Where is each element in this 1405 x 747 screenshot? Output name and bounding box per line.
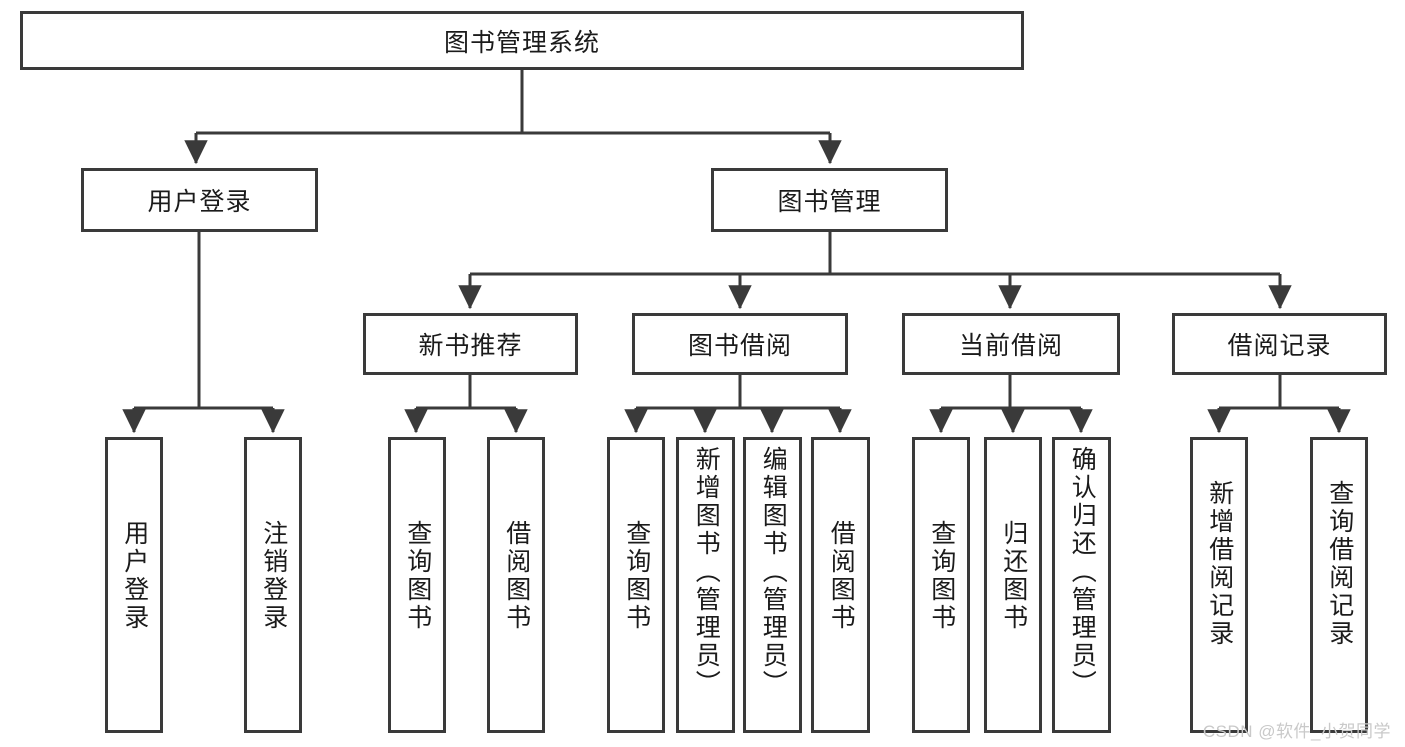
node-leaf-confirm-return-admin[interactable]: 确认归还（管理员） [1052, 437, 1111, 733]
node-leaf-query-book-current[interactable]: 查询图书 [912, 437, 970, 733]
leaf-label: 查询图书 [403, 520, 432, 632]
node-leaf-return-book[interactable]: 归还图书 [984, 437, 1042, 733]
node-book-borrow[interactable]: 图书借阅 [632, 313, 848, 375]
leaf-label: 注销登录 [259, 520, 288, 632]
node-book-manage[interactable]: 图书管理 [711, 168, 948, 232]
node-leaf-query-borrow-record[interactable]: 查询借阅记录 [1310, 437, 1368, 733]
node-borrow-record[interactable]: 借阅记录 [1172, 313, 1387, 375]
leaf-label: 借阅图书 [502, 520, 531, 632]
node-leaf-edit-book-admin[interactable]: 编辑图书（管理员） [743, 437, 802, 733]
node-leaf-add-book-admin[interactable]: 新增图书（管理员） [676, 437, 735, 733]
node-user-login[interactable]: 用户登录 [81, 168, 318, 232]
csdn-watermark: CSDN @软件_小贺同学 [1202, 722, 1391, 741]
leaf-label: 用户登录 [120, 520, 149, 632]
leaf-label: 查询借阅记录 [1325, 480, 1354, 648]
leaf-label: 编辑图书（管理员） [759, 446, 788, 698]
leaf-label: 确认归还（管理员） [1068, 446, 1097, 698]
node-new-book-recommend[interactable]: 新书推荐 [363, 313, 578, 375]
node-current-borrow[interactable]: 当前借阅 [902, 313, 1120, 375]
node-leaf-user-login[interactable]: 用户登录 [105, 437, 163, 733]
node-leaf-add-borrow-record[interactable]: 新增借阅记录 [1190, 437, 1248, 733]
leaf-label: 查询图书 [622, 520, 651, 632]
leaf-label: 新增借阅记录 [1205, 480, 1234, 648]
leaf-label: 归还图书 [999, 520, 1028, 632]
node-root[interactable]: 图书管理系统 [20, 11, 1024, 70]
node-leaf-borrow-book-recommend[interactable]: 借阅图书 [487, 437, 545, 733]
leaf-label: 借阅图书 [827, 520, 856, 632]
node-leaf-user-logout[interactable]: 注销登录 [244, 437, 302, 733]
leaf-label: 查询图书 [927, 520, 956, 632]
node-leaf-query-book-borrow[interactable]: 查询图书 [607, 437, 665, 733]
node-leaf-query-book-recommend[interactable]: 查询图书 [388, 437, 446, 733]
leaf-label: 新增图书（管理员） [692, 446, 721, 698]
node-leaf-borrow-book-borrow[interactable]: 借阅图书 [811, 437, 870, 733]
